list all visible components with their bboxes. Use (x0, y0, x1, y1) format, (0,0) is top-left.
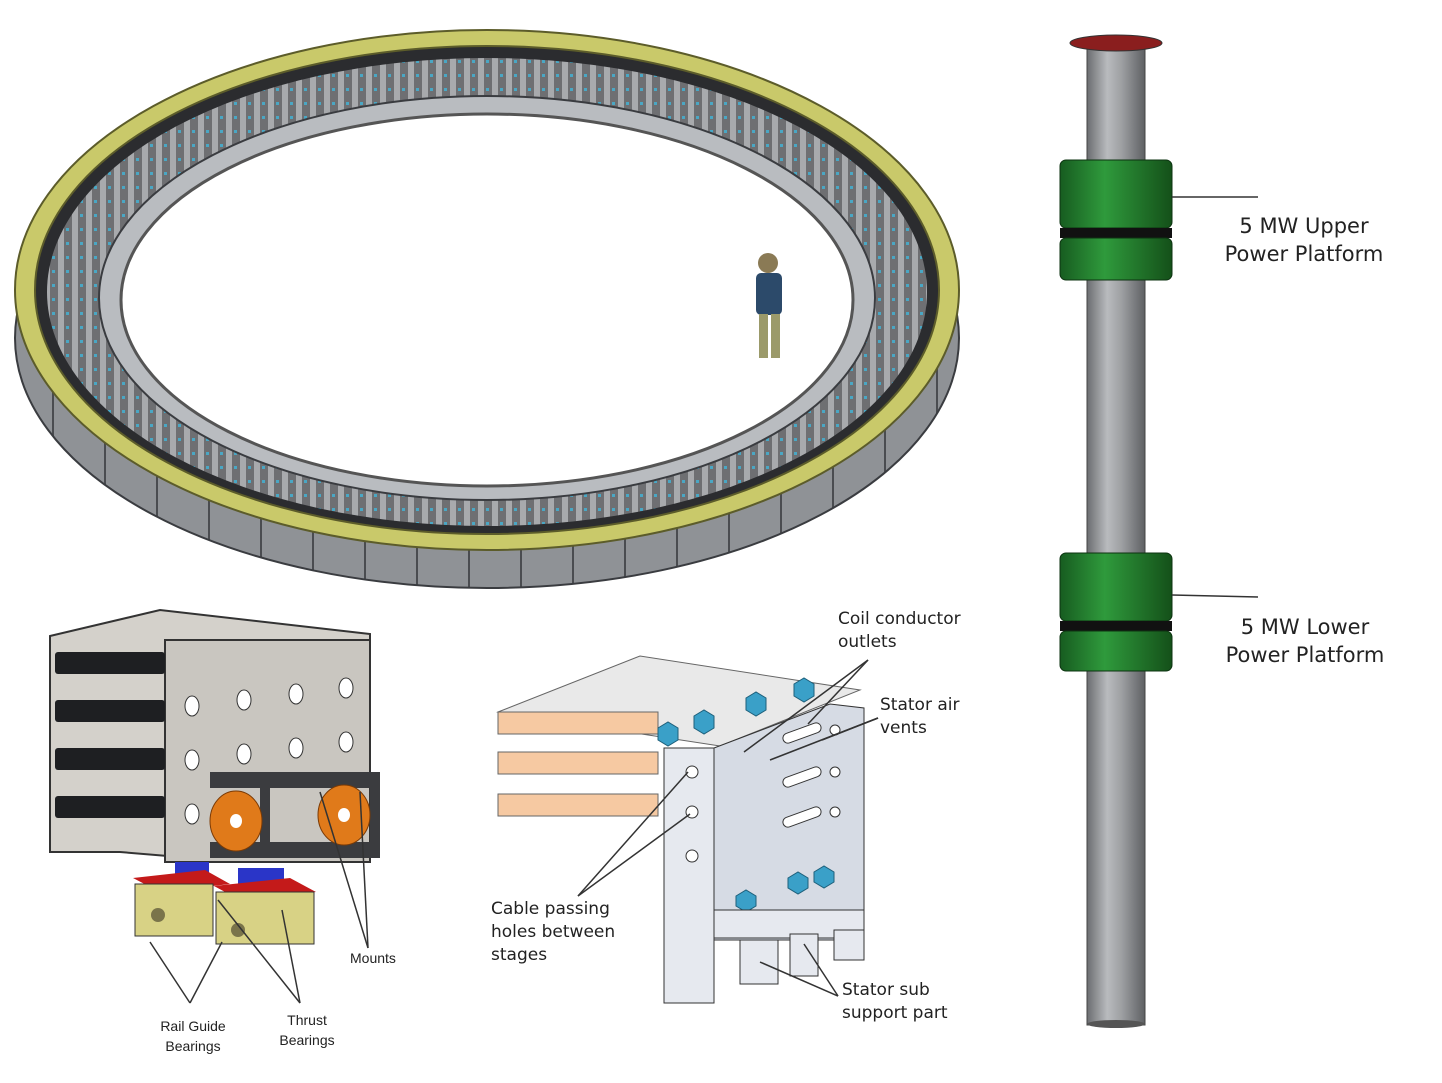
module-leader-lines (149, 791, 369, 1004)
upper-platform-label-line2: Power Platform (1224, 242, 1384, 266)
coil-outlets-label-line1: Coil conductor (838, 609, 961, 629)
mounts-label: Mounts (350, 950, 396, 966)
upper-power-platform (1059, 159, 1258, 281)
upper-platform-label: 5 MW Upper Power Platform (1206, 212, 1402, 268)
tower-top-cap (1069, 34, 1163, 52)
tower (1059, 34, 1259, 1028)
cable-holes-label-line1: Cable passing (491, 899, 610, 919)
air-vents-label-line1: Stator air (880, 695, 960, 715)
lower-power-platform (1059, 552, 1259, 672)
stator-leader-lines (577, 659, 879, 997)
ring-inner-opening (119, 112, 855, 488)
person-figure (756, 253, 782, 358)
rail-guide-label: Rail Guide Bearings (152, 1016, 234, 1056)
sub-support-label-line2: support part (842, 1003, 948, 1023)
thrust-label: Thrust Bearings (270, 1010, 344, 1050)
thrust-label-line2: Bearings (279, 1032, 335, 1048)
stator-plates (496, 655, 862, 817)
air-vents-label: Stator air vents (880, 694, 959, 740)
cable-holes-label-line2: holes between (491, 922, 616, 942)
rail-guide-bearings (133, 862, 316, 945)
coil-outlets-label: Coil conductor outlets (838, 608, 961, 654)
air-vents-label-line2: vents (880, 718, 927, 738)
cable-holes-label: Cable passing holes between stages (491, 898, 615, 967)
mount-module (49, 608, 380, 1004)
rail-guide-label-line2: Bearings (165, 1038, 221, 1054)
lower-platform-label-line1: 5 MW Lower (1240, 615, 1370, 639)
coil-outlets-label-line2: outlets (838, 632, 897, 652)
sub-support-label-line1: Stator sub (842, 980, 930, 1000)
ring-generator (14, 29, 960, 589)
cable-holes-label-line3: stages (491, 945, 548, 965)
thrust-label-line1: Thrust (287, 1012, 327, 1028)
lower-platform-label-line2: Power Platform (1225, 643, 1385, 667)
lower-platform-label: 5 MW Lower Power Platform (1206, 613, 1404, 669)
upper-platform-label-line1: 5 MW Upper (1239, 214, 1369, 238)
rail-guide-label-line1: Rail Guide (160, 1018, 226, 1034)
stator-stack (496, 655, 879, 1004)
stator-bolts (657, 677, 835, 913)
sub-support-label: Stator sub support part (842, 979, 948, 1025)
stator-sub-support (713, 909, 865, 985)
stator-side-plate (663, 747, 715, 1004)
